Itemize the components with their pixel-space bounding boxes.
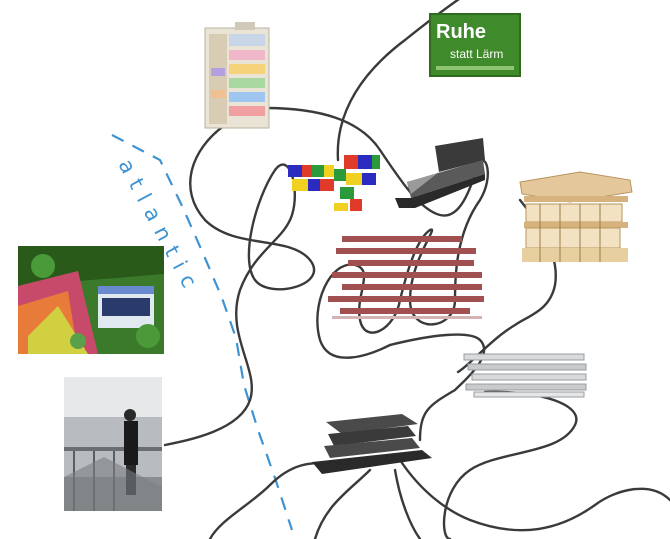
dark-bar-model-image [395,138,485,208]
slab-section-image [328,236,484,319]
wooden-model-image [519,171,633,262]
atlantic-dashed-line [111,134,294,531]
sign-subtitle: statt Lärm [450,47,503,61]
dark-stack-model-image [312,414,432,474]
color-block-model-image [288,155,380,211]
garden-house-image [18,246,164,354]
steel-slab-model-image [463,353,587,398]
sign-title: Ruhe [436,21,486,43]
balcony-photo-image [64,377,162,511]
ruhe-sign-image: Ruhe statt Lärm [429,13,521,77]
colorful-tower-image [204,22,270,129]
